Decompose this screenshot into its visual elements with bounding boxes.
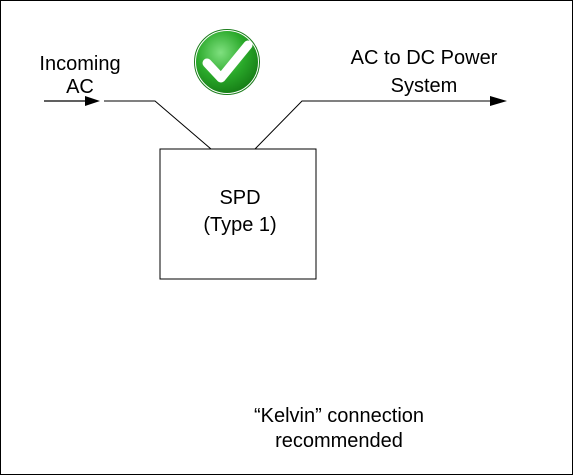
output-wire [254,100,490,150]
incoming-label-line1: Incoming [39,53,120,75]
incoming-label-line2: AC [66,76,94,98]
output-label-line1: AC to DC Power [351,47,498,69]
checkmark-icon [194,29,260,95]
incoming-arrow [44,96,100,106]
input-wire [104,100,212,150]
note-line2: recommended [275,430,403,452]
spd-label: SPD [219,187,260,209]
spd-type-label: (Type 1) [203,214,276,236]
output-arrow [490,96,507,106]
note-line1: “Kelvin” connection [254,405,424,427]
spd-box [159,148,317,280]
output-label-line2: System [391,75,458,97]
